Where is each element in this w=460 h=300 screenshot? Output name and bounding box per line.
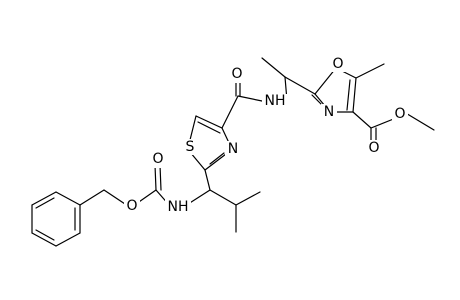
bond-ox-c2-o — [314, 67, 337, 95]
bond-ester-o-methyl — [403, 111, 435, 131]
atom-o-ester-carbonyl: O — [368, 140, 379, 156]
bond-ox-c5-c4 — [352, 77, 357, 113]
atom-nh-amide: NH — [265, 93, 286, 109]
atom-n-oxazole: N — [324, 104, 334, 120]
bond-th-c4-c5-dbl — [197, 121, 221, 134]
bond-ox-c5-methyl — [355, 63, 385, 79]
bond-ph-6 — [55, 191, 81, 206]
bond-ph-5 — [31, 191, 57, 206]
atom-o-carbamate-carbonyl: O — [152, 151, 163, 167]
bond-ph-5-dbl — [35, 197, 55, 209]
bond-ph-2 — [55, 232, 81, 247]
bonds — [31, 57, 435, 247]
atom-s-thiazole: S — [186, 139, 195, 155]
atom-labels: O NH S N O N O O O O NH — [124, 56, 408, 215]
bond-carbamate-co-1 — [154, 164, 157, 191]
bond-ch-methyl — [261, 57, 286, 78]
bond-ph-3 — [31, 232, 57, 247]
atom-n-thiazole: N — [228, 141, 238, 157]
atom-o-ester: O — [394, 106, 405, 122]
bond-ch2-phenyl — [79, 189, 105, 206]
bond-ox-c5-c4-dbl — [346, 79, 351, 111]
bond-ch-oxazole — [284, 76, 316, 95]
atom-o-oxazole: O — [332, 56, 343, 72]
bond-amide-c-nh — [237, 95, 263, 102]
atom-nh-carbamate: NH — [168, 199, 189, 215]
bond-th-c5-s — [189, 115, 197, 141]
bond-ester-c-o — [370, 117, 397, 129]
bond-th-c2-n — [204, 153, 227, 171]
bond-th-c2-ch — [204, 169, 211, 191]
bond-th-c2-n-dbl — [209, 152, 225, 165]
atom-o-amide: O — [231, 66, 242, 82]
bond-ipr-me1 — [235, 191, 261, 206]
bond-carbamate-co-2 — [159, 164, 162, 191]
bond-th-c4-c5 — [195, 115, 223, 129]
atom-o-carbamate: O — [126, 198, 137, 214]
bond-ph-3-dbl — [35, 229, 55, 241]
bond-ox-c4-ester — [352, 111, 372, 129]
bond-ch-ipr — [209, 189, 237, 206]
bond-amide-c-thiazole — [221, 95, 239, 129]
